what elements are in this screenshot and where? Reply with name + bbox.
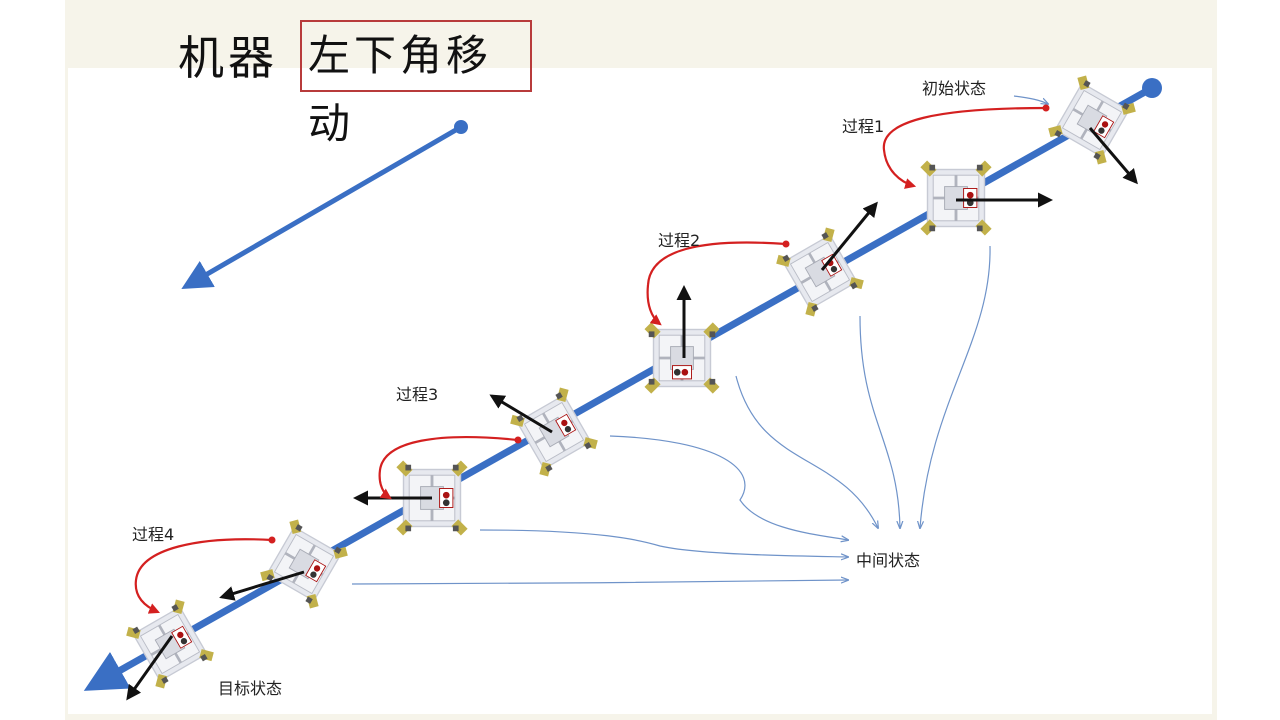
title-boxed: 左下角移动 — [300, 20, 532, 148]
robot-process-2-b — [643, 320, 721, 396]
robot-target — [121, 595, 219, 693]
robot-process-2-a — [771, 223, 869, 321]
heading-arrows — [126, 127, 1138, 701]
label-process-3: 过程3 — [396, 385, 438, 404]
label-initial-state: 初始状态 — [922, 79, 986, 98]
robot-initial — [1043, 71, 1141, 169]
title-handwritten: 机器 — [178, 31, 278, 85]
main-track — [83, 78, 1162, 691]
process-arrow-starts — [268, 104, 1050, 544]
robot-process-1 — [918, 159, 994, 237]
label-intermediate-state: 中间状态 — [856, 551, 920, 570]
process-arrows — [134, 106, 1047, 614]
robot-process-3-a — [505, 383, 603, 481]
label-process-2: 过程2 — [658, 231, 700, 250]
label-process-4: 过程4 — [132, 525, 174, 544]
diagram-panel — [68, 68, 1212, 714]
guide-lines — [351, 95, 1048, 585]
label-target-state: 目标状态 — [218, 679, 282, 698]
label-process-1: 过程1 — [842, 117, 884, 136]
direction-arrow — [181, 120, 468, 290]
robot-process-4 — [255, 515, 353, 613]
